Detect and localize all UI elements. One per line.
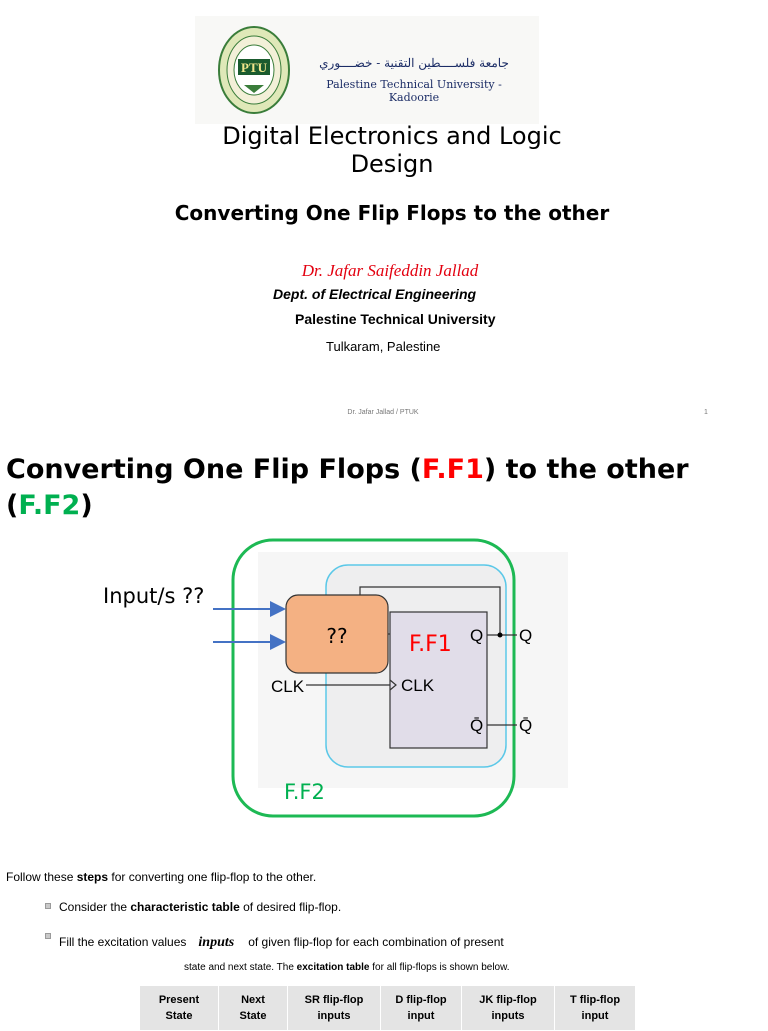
page-number: 1 — [704, 409, 708, 416]
flip-flop-body — [389, 611, 488, 749]
junction-dot — [497, 632, 503, 638]
seal-text: PTU — [241, 60, 268, 75]
logic-block-label: ?? — [326, 624, 347, 648]
step-2-math: inputs — [198, 935, 235, 950]
ff2-label: F.F2 — [284, 780, 325, 804]
ff2-boundary — [231, 538, 516, 818]
location: Tulkaram, Palestine — [326, 339, 441, 354]
step-2-prefix: Fill the excitation values — [59, 935, 187, 949]
step-1-prefix: Consider the — [59, 900, 131, 914]
title-part-1: Converting One Flip Flops ( — [6, 454, 422, 485]
clk-pin-label: CLK — [401, 676, 435, 695]
flip-flop-conversion-diagram: Input/s ?? ?? F.F1 F.F2 CLK CLK Q Q Q̄ Q… — [103, 538, 568, 818]
title-part-3: ) — [80, 490, 93, 521]
steps-intro-suffix: for converting one flip-flop to the othe… — [108, 870, 317, 884]
bullet-icon — [45, 903, 51, 909]
step-2-cont-suffix: for all flip-flops is shown below. — [369, 962, 510, 973]
q-output-label: Q — [519, 626, 532, 645]
department: Dept. of Electrical Engineering — [273, 286, 477, 302]
slide-footer: Dr. Jafar Jallad / PTUK — [347, 409, 419, 416]
steps-intro-prefix: Follow these — [6, 870, 77, 884]
step-2-cont-prefix: state and next state. The — [184, 962, 297, 973]
slide-divider — [0, 430, 768, 438]
clk-label: CLK — [271, 677, 305, 696]
author-name: Dr. Jafar Saifeddin Jallad — [301, 261, 479, 280]
ff1-label: F.F1 — [409, 632, 452, 657]
course-title: Digital Electronics and Logic Design — [222, 122, 562, 178]
step-2: Fill the excitation values inputs of given… — [59, 935, 504, 951]
q-pin-label: Q — [470, 626, 483, 645]
title-slide: PTU جامعة فلســــطين التقنية - خضــــوري… — [0, 0, 768, 430]
slide-subtitle: Converting One Flip Flops to the other — [174, 201, 610, 225]
step-1-suffix: of desired flip-flop. — [239, 900, 342, 914]
step-1: Consider the characteristic table of des… — [59, 900, 341, 914]
university-logo: PTU جامعة فلســــطين التقنية - خضــــوري… — [195, 16, 539, 124]
bullet-icon — [45, 933, 51, 939]
inputs-label: Input/s ?? — [103, 584, 204, 608]
logo-arabic-name: جامعة فلســــطين التقنية - خضــــوري — [319, 56, 509, 70]
feedback-wire — [359, 586, 501, 635]
steps-intro-bold: steps — [76, 870, 109, 884]
university-name: Palestine Technical University — [295, 311, 496, 327]
qbar-pin-label: Q̄ — [470, 716, 483, 735]
university-seal-icon: PTU — [218, 26, 290, 114]
title-part-2: ) to the other ( — [6, 454, 689, 521]
logo-english-name: Palestine Technical University - Kadoori… — [326, 78, 502, 104]
step-1-bold: characteristic table — [130, 900, 240, 914]
step-2-continuation: state and next state. The excitation tab… — [184, 962, 510, 973]
title-ff1: F.F1 — [421, 454, 484, 485]
step-2-suffix: of given flip-flop for each combination … — [248, 935, 504, 949]
step-2-cont-bold: excitation table — [296, 962, 370, 973]
conversion-slide-title: Converting One Flip Flops (F.F1) to the … — [6, 452, 766, 524]
steps-intro: Follow these steps for converting one fl… — [6, 870, 316, 884]
qbar-output-label: Q̄ — [519, 716, 532, 735]
title-ff2: F.F2 — [18, 490, 81, 521]
clock-edge-icon — [389, 679, 397, 691]
